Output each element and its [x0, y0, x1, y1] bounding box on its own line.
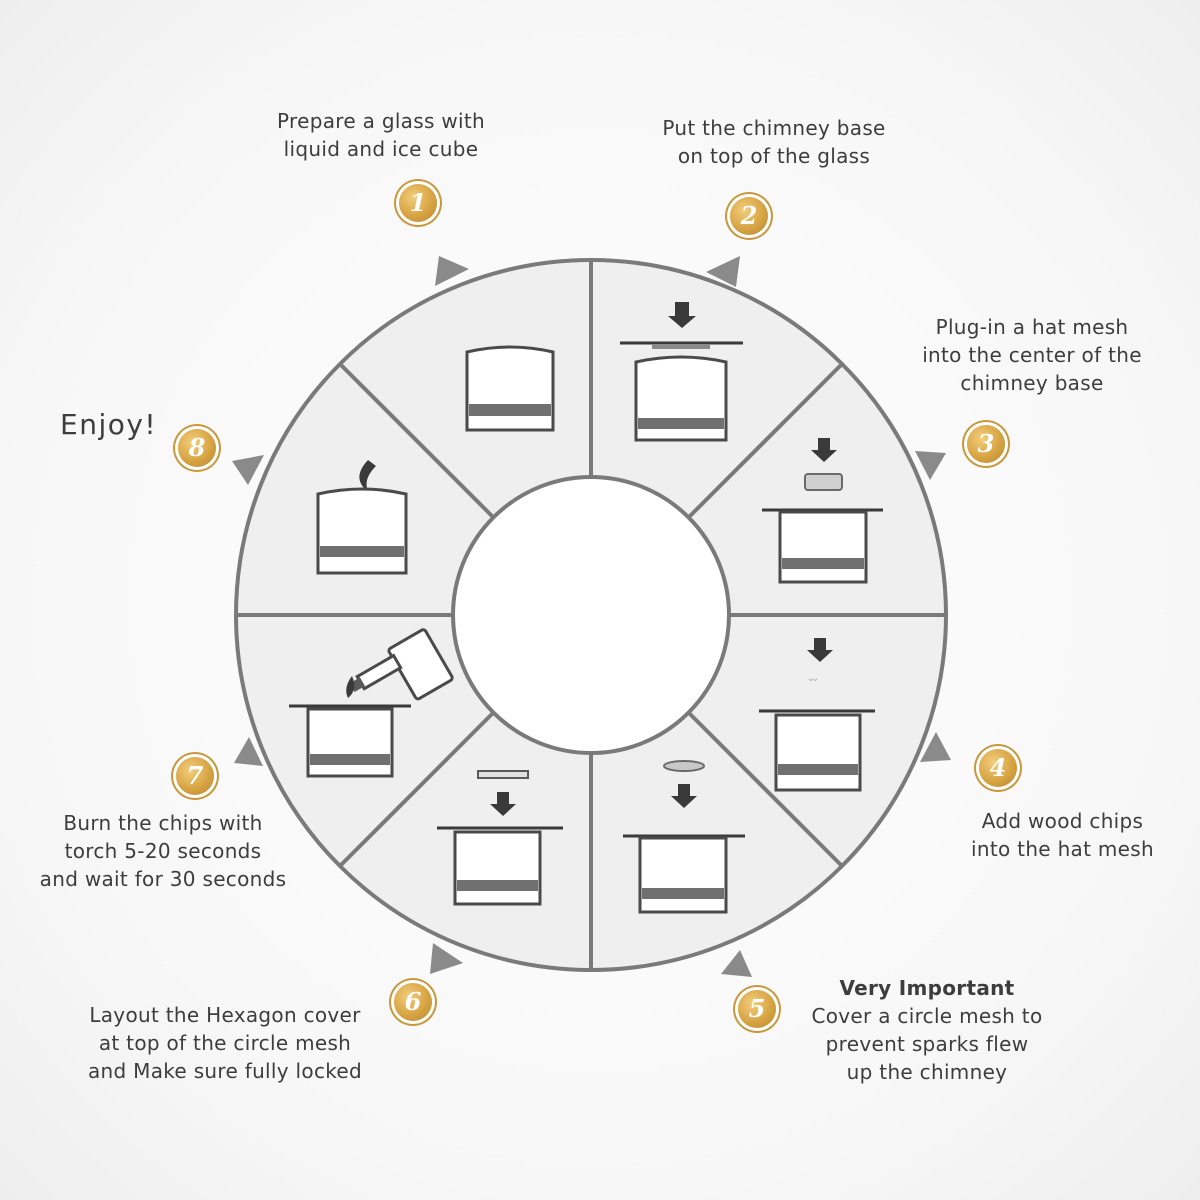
- caption-line: at top of the circle mesh: [98, 1031, 352, 1055]
- step-5-circle-mesh-illustration: [623, 760, 745, 914]
- caption-line: Put the chimney base: [662, 116, 886, 140]
- step-1-caption: Prepare a glass with liquid and ice cube: [260, 107, 502, 163]
- torch-icon: [349, 628, 454, 701]
- direction-arrow-icon: [721, 950, 752, 977]
- step-7-caption: Burn the chips with torch 5-20 seconds a…: [28, 809, 298, 893]
- caption-line: Plug-in a hat mesh: [935, 315, 1129, 339]
- step-4-wood-chips-illustration: ᵕᵕ: [759, 638, 875, 792]
- direction-arrow-icon: [915, 451, 946, 480]
- flame-icon: [346, 676, 355, 698]
- svg-text:ᵕᵕ: ᵕᵕ: [809, 676, 817, 687]
- caption-line: and Make sure fully locked: [87, 1059, 363, 1083]
- down-arrow-icon: [807, 638, 833, 662]
- step-6-badge: 6: [394, 983, 432, 1021]
- caption-line: chimney base: [960, 371, 1104, 395]
- step-7-badge: 7: [176, 757, 214, 795]
- down-arrow-icon: [671, 784, 697, 808]
- caption-line: Burn the chips with: [63, 811, 263, 835]
- step-5-caption: Very Important Cover a circle mesh to pr…: [800, 974, 1054, 1086]
- direction-arrow-icon: [234, 737, 263, 766]
- caption-line: into the center of the: [922, 343, 1142, 367]
- direction-arrow-icon: [435, 256, 469, 286]
- caption-line: on top of the glass: [677, 144, 871, 168]
- caption-line: liquid and ice cube: [283, 137, 479, 161]
- enjoy-text: Enjoy!: [60, 408, 158, 441]
- step-2-chimney-base-illustration: [620, 302, 743, 442]
- step-4-caption: Add wood chips into the hat mesh: [960, 807, 1165, 863]
- down-arrow-icon: [490, 792, 516, 816]
- direction-arrow-icon: [920, 732, 951, 762]
- direction-arrow-icon: [430, 943, 463, 974]
- down-arrow-icon: [668, 302, 696, 328]
- direction-arrows: [232, 256, 951, 977]
- caption-line: Layout the Hexagon cover: [89, 1003, 361, 1027]
- step-1-badge: 1: [399, 184, 437, 222]
- step-6-hexagon-cover-illustration: [437, 770, 563, 906]
- step-6-caption: Layout the Hexagon cover at top of the c…: [72, 1001, 378, 1085]
- step-2-badge: 2: [730, 197, 768, 235]
- step-4-badge: 4: [979, 749, 1017, 787]
- step-8-smoking-glass-illustration: [316, 460, 408, 575]
- caption-line: into the hat mesh: [971, 837, 1154, 861]
- step-1-glass-illustration: [465, 345, 555, 432]
- direction-arrow-icon: [232, 455, 264, 485]
- step-8-badge: 8: [178, 429, 216, 467]
- step-7-torch-illustration: [289, 628, 454, 778]
- step-2-caption: Put the chimney base on top of the glass: [648, 114, 900, 170]
- step-3-hat-mesh-illustration: [762, 438, 883, 584]
- caption-line: prevent sparks flew: [825, 1032, 1029, 1056]
- caption-line: Prepare a glass with: [277, 109, 485, 133]
- step-3-badge: 3: [967, 425, 1005, 463]
- wheel-base: [234, 258, 948, 972]
- caption-line: Add wood chips: [981, 809, 1144, 833]
- step-5-badge: 5: [738, 990, 776, 1028]
- caption-line: up the chimney: [846, 1060, 1008, 1084]
- caption-line: torch 5-20 seconds: [64, 839, 262, 863]
- down-arrow-icon: [811, 438, 837, 462]
- caption-line: Cover a circle mesh to: [811, 1004, 1043, 1028]
- caption-line: and wait for 30 seconds: [39, 867, 287, 891]
- direction-arrow-icon: [706, 256, 740, 287]
- step-3-caption: Plug-in a hat mesh into the center of th…: [912, 313, 1152, 397]
- caption-heading: Very Important: [839, 976, 1015, 1000]
